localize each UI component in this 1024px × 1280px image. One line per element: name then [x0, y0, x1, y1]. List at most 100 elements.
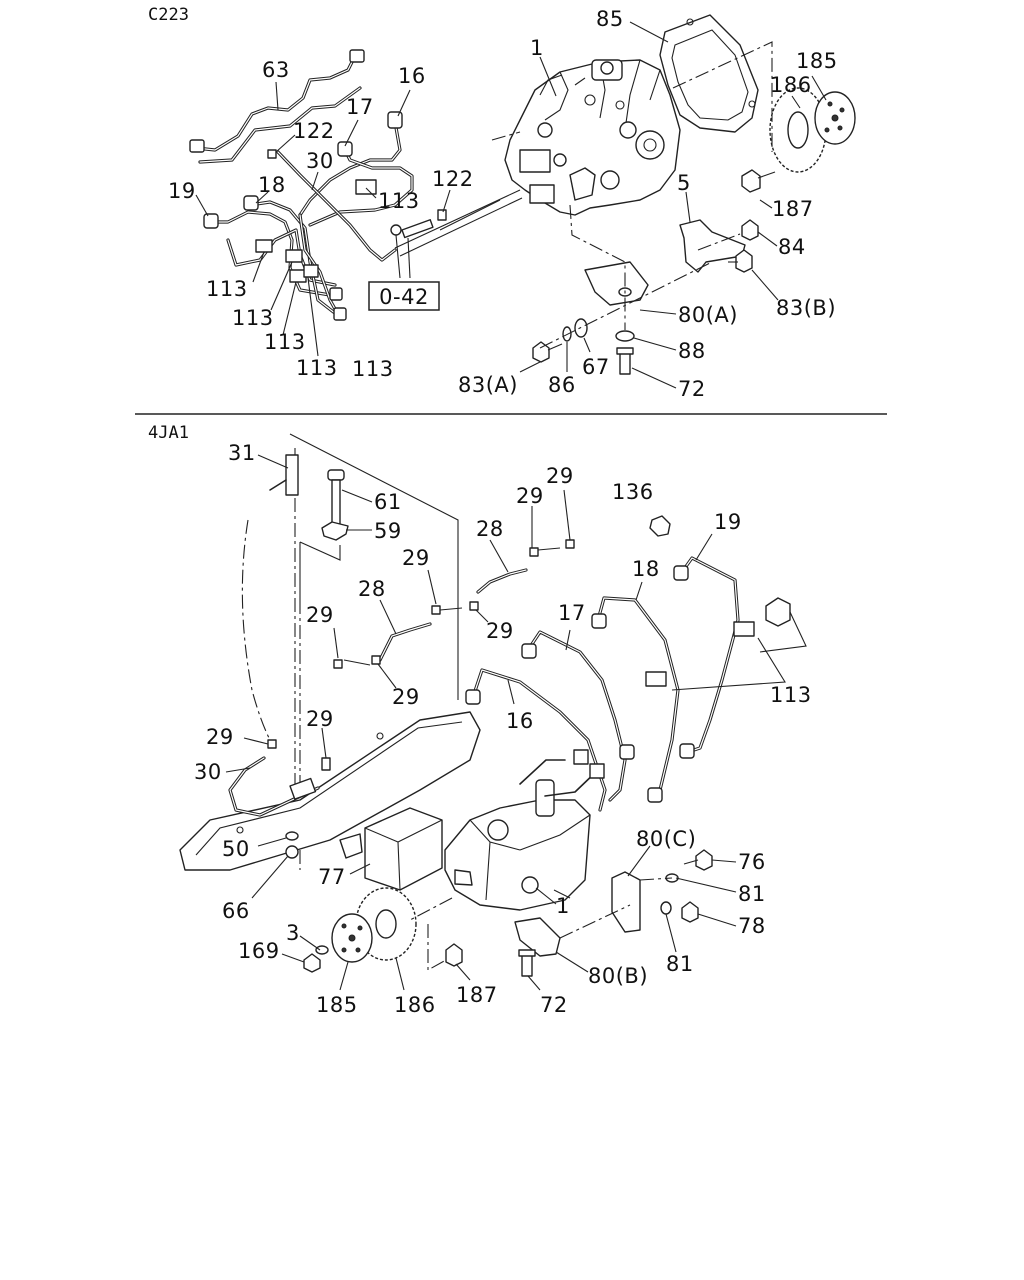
clamp-113-a	[255, 239, 273, 253]
callout-113-top-b: 113	[206, 277, 248, 301]
callout-78: 78	[738, 914, 766, 938]
callout-80A: 80(A)	[678, 303, 738, 327]
injection-pipe-19	[680, 556, 740, 754]
callout-61: 61	[374, 490, 402, 514]
section-code-bottom: 4JA1	[148, 423, 189, 443]
clamp-113-d	[303, 264, 319, 278]
callout-122-b: 122	[432, 167, 474, 191]
bracket-80C	[611, 871, 641, 933]
section-code-top: C223	[148, 5, 189, 25]
callout-113-top-c: 113	[232, 306, 274, 330]
callout-72-bottom: 72	[540, 993, 568, 1017]
callout-88: 88	[678, 339, 706, 363]
callout-84: 84	[778, 235, 806, 259]
callout-186-top: 186	[770, 73, 812, 97]
callout-28-a: 28	[476, 517, 504, 541]
gasket-85	[659, 14, 759, 133]
callout-72-top: 72	[678, 377, 706, 401]
callout-113-bottom: 113	[770, 683, 812, 707]
callout-16-bottom: 16	[506, 709, 534, 733]
callout-80B: 80(B)	[588, 964, 648, 988]
top-callouts: 63 16 17 122 30 19 18 113 122 113 113 11…	[168, 7, 838, 401]
injection-pipe-63-b	[198, 86, 362, 164]
injection-pump-top	[504, 59, 681, 216]
bolt-83B	[735, 249, 753, 273]
bolt-83A	[532, 341, 550, 363]
bottom-assembly	[179, 433, 807, 977]
callout-169: 169	[238, 939, 280, 963]
hose-31	[285, 454, 299, 496]
washer-81-b	[660, 901, 672, 915]
callout-185-bottom: 185	[316, 993, 358, 1017]
callout-113-top-a: 113	[378, 189, 420, 213]
bolt-187-top	[741, 169, 761, 193]
nut-84	[741, 219, 759, 241]
callout-85: 85	[596, 7, 624, 31]
clamp-113-bottom-a	[733, 621, 755, 637]
nut-19	[203, 213, 219, 229]
callout-67: 67	[582, 355, 610, 379]
callout-80C: 80(C)	[636, 827, 696, 851]
callout-17-bottom: 17	[558, 601, 586, 625]
callout-29-h: 29	[206, 725, 234, 749]
nut-136	[649, 515, 671, 537]
bolt-113-screw	[765, 597, 791, 627]
callout-77: 77	[318, 865, 346, 889]
callout-81-b: 81	[666, 952, 694, 976]
bottom-leader-lines	[225, 454, 737, 991]
top-leader-lines	[195, 21, 827, 389]
bolt-187-bottom	[445, 943, 463, 967]
bolt-61	[327, 469, 345, 481]
bolt-78	[681, 901, 699, 923]
callout-122-a: 122	[293, 119, 335, 143]
hose-28-a	[378, 622, 432, 662]
callout-76: 76	[738, 850, 766, 874]
washer-66	[285, 845, 299, 859]
callout-16-top: 16	[398, 64, 426, 88]
clamp-113-bottom-b	[645, 671, 667, 687]
callout-17-top: 17	[346, 95, 374, 119]
callout-1-top: 1	[530, 36, 544, 60]
callout-136: 136	[612, 480, 654, 504]
callout-29-a: 29	[402, 546, 430, 570]
callout-66: 66	[222, 899, 250, 923]
callout-18-top: 18	[258, 173, 286, 197]
callout-63: 63	[262, 58, 290, 82]
top-assembly	[189, 14, 856, 375]
bolt-76	[695, 849, 713, 871]
callout-18-bottom: 18	[632, 557, 660, 581]
reference-box	[368, 281, 440, 311]
callout-31: 31	[228, 441, 256, 465]
callout-30-top: 30	[306, 149, 334, 173]
injection-pump-bottom	[444, 749, 605, 911]
bolt-72-top	[619, 351, 631, 375]
callout-186-bottom: 186	[394, 993, 436, 1017]
block-77	[364, 807, 443, 891]
bolt-72-bottom	[521, 953, 533, 977]
clamp-113-e	[355, 179, 377, 195]
callout-19-top: 19	[168, 179, 196, 203]
clip-122-a	[267, 149, 277, 159]
callout-86: 86	[548, 373, 576, 397]
hose-28-b	[476, 568, 528, 594]
callout-113-top-d: 113	[264, 330, 306, 354]
callout-29-f: 29	[392, 685, 420, 709]
callout-113-top-f: 113	[352, 357, 394, 381]
callout-29-d: 29	[486, 619, 514, 643]
callout-29-c: 29	[546, 464, 574, 488]
callout-3: 3	[286, 921, 300, 945]
reference-box-label: 0-42	[379, 285, 429, 309]
bracket-59	[321, 521, 349, 541]
injection-pipe-17-bottom	[526, 630, 627, 802]
callout-59: 59	[374, 519, 402, 543]
washer-88	[615, 330, 635, 342]
callout-5: 5	[677, 171, 691, 195]
callout-187-top: 187	[772, 197, 814, 221]
callout-19-bottom: 19	[714, 510, 742, 534]
callout-185-top: 185	[796, 49, 838, 73]
washer-3	[315, 945, 329, 955]
callout-29-e: 29	[306, 603, 334, 627]
bracket-80B	[514, 917, 561, 957]
